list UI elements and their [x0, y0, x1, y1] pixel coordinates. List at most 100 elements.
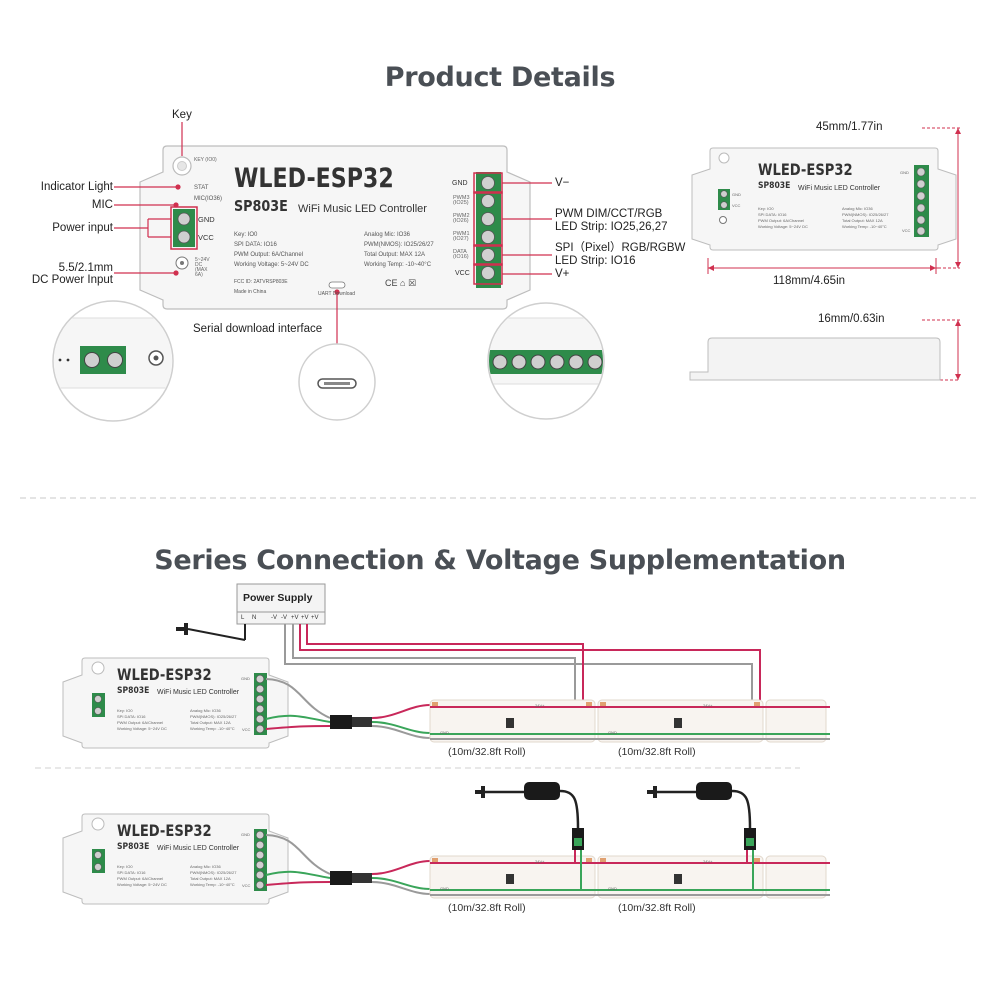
- row1-spec-3: PWM Output: 6A/Channel: [117, 720, 164, 725]
- dim-device-model: SP803E: [758, 181, 791, 191]
- callout-dc-1: 5.5/2.1mm: [58, 262, 113, 274]
- fcc-id: FCC ID: 2ATVRSP803E: [234, 279, 288, 285]
- dim-term-gnd: GND: [900, 170, 909, 175]
- row2-term-vcc: VCC: [242, 883, 251, 888]
- callout-key: Key: [172, 109, 192, 121]
- callout-v-plus: V+: [555, 268, 570, 280]
- row1-spec-7: Total Output: MAX 12A: [190, 720, 231, 725]
- row2-spec-3: PWM Output: 6A/Channel: [117, 876, 164, 881]
- roll-label-2: (10m/32.8ft Roll): [618, 746, 696, 758]
- power-supply-label: Power Supply: [243, 592, 313, 604]
- strip1-gnd: GND: [440, 730, 449, 735]
- callout-power-input: Power input: [52, 222, 113, 234]
- row1-term-gnd: GND: [241, 676, 250, 681]
- strip4-gnd: GND: [608, 886, 617, 891]
- dimension-length: 118mm/4.65in: [773, 275, 846, 287]
- spec-right-3: Total Output: MAX 12A: [364, 252, 426, 258]
- callout-serial: Serial download interface: [193, 323, 323, 335]
- row2-term-gnd: GND: [241, 832, 250, 837]
- dim-spec-right-2: PWM(NMOS): IO25/26/27: [842, 212, 889, 217]
- mic-label: MIC(IO36): [194, 196, 223, 202]
- callout-spi-2: LED Strip: IO16: [555, 255, 636, 267]
- dim-spec-left-1: Key: IO0: [758, 206, 774, 211]
- callout-spi-1: SPI（Pixel）RGB/RGBW: [555, 242, 686, 254]
- roll-label-3: (10m/32.8ft Roll): [448, 902, 526, 914]
- dim-spec-left-4: Working Voltage: 5~24V DC: [758, 224, 808, 229]
- dim-spec-right-4: Working Temp: -10~40°C: [842, 224, 887, 229]
- callout-pwm-2: LED Strip: IO25,26,27: [555, 221, 668, 233]
- row1-spec-6: PWM(NMOS): IO25/26/27: [190, 714, 237, 719]
- strip2-plus: 24V+: [703, 703, 713, 708]
- callout-dc-2: DC Power Input: [31, 274, 113, 286]
- device-subtitle: WiFi Music LED Controller: [298, 203, 427, 215]
- key-label: KEY (IO0): [194, 157, 217, 163]
- row1-device-brand: WLED-ESP32: [117, 665, 212, 684]
- row2-spec-1: Key: IO0: [117, 864, 133, 869]
- row1-device-subtitle: WiFi Music LED Controller: [157, 689, 240, 696]
- dim-gnd: GND: [732, 192, 741, 197]
- uart-label: UART Download: [318, 291, 356, 297]
- device-model: SP803E: [234, 197, 288, 215]
- dim-spec-left-2: SPI DATA: IO16: [758, 212, 787, 217]
- ps-pin-v3: +V: [291, 615, 299, 621]
- device-brand: WLED-ESP32: [234, 163, 394, 194]
- ps-pin-n: N: [252, 615, 257, 621]
- ps-pin-v1: -V: [271, 615, 277, 621]
- ps-pin-v4: +V: [301, 615, 309, 621]
- term-data: DATA (IO16): [453, 249, 469, 260]
- strip4-plus: 24V+: [703, 859, 713, 864]
- row2-spec-4: Working Voltage: 5~24V DC: [117, 882, 167, 887]
- row1-spec-1: Key: IO0: [117, 708, 133, 713]
- term-pwm3: PWM3 (IO25): [453, 195, 470, 206]
- callout-v-minus: V−: [555, 177, 570, 189]
- spec-right-1: Analog Mic: IO36: [364, 232, 411, 238]
- dimension-thickness: 16mm/0.63in: [818, 313, 885, 325]
- strip3-plus: 24V+: [535, 859, 545, 864]
- row2-device-model: SP803E: [117, 842, 150, 852]
- row2-spec-8: Working Temp: -10~40°C: [190, 882, 235, 887]
- spec-left-1: Key: IO0: [234, 232, 258, 238]
- dim-term-vcc: VCC: [902, 228, 911, 233]
- spec-right-4: Working Temp: -10~40°C: [364, 262, 432, 268]
- spec-left-4: Working Voltage: 5~24V DC: [234, 262, 309, 268]
- row1-device-model: SP803E: [117, 686, 150, 696]
- stat-label: STAT: [194, 185, 209, 191]
- dim-device-brand: WLED-ESP32: [758, 160, 853, 179]
- dimension-height: 45mm/1.77in: [816, 121, 883, 133]
- vcc-label: VCC: [198, 233, 214, 242]
- dim-vcc: VCC: [732, 203, 741, 208]
- spec-left-3: PWM Output: 6A/Channel: [234, 252, 304, 258]
- callout-mic: MIC: [91, 199, 113, 211]
- term-vcc: VCC: [455, 270, 470, 277]
- row1-spec-2: SPI DATA: IO16: [117, 714, 146, 719]
- cert-marks: CE ⌂ ☒: [385, 278, 417, 288]
- dim-spec-right-1: Analog Mic: IO36: [842, 206, 873, 211]
- roll-label-1: (10m/32.8ft Roll): [448, 746, 526, 758]
- spec-right-2: PWM(NMOS): IO25/26/27: [364, 242, 434, 248]
- ps-pin-l: L: [241, 615, 245, 621]
- roll-label-4: (10m/32.8ft Roll): [618, 902, 696, 914]
- callout-pwm-1: PWM DIM/CCT/RGB: [555, 208, 663, 220]
- row1-spec-4: Working Voltage: 5~24V DC: [117, 726, 167, 731]
- row2-device-brand: WLED-ESP32: [117, 821, 212, 840]
- callout-indicator: Indicator Light: [40, 181, 113, 193]
- ps-pin-v5: +V: [311, 615, 319, 621]
- made-in: Made in China: [234, 289, 267, 295]
- dim-device-subtitle: WiFi Music LED Controller: [798, 185, 881, 192]
- dim-spec-right-3: Total Output: MAX 12A: [842, 218, 883, 223]
- row2-spec-2: SPI DATA: IO16: [117, 870, 146, 875]
- row2-spec-7: Total Output: MAX 12A: [190, 876, 231, 881]
- strip1-plus: 24V+: [535, 703, 545, 708]
- strip3-gnd: GND: [440, 886, 449, 891]
- series-title: Series Connection & Voltage Supplementat…: [154, 545, 846, 576]
- dim-spec-left-3: PWM Output: 6A/Channel: [758, 218, 805, 223]
- spec-left-2: SPI DATA: IO16: [234, 242, 277, 248]
- term-pwm2: PWM2 (IO26): [453, 213, 470, 224]
- term-gnd: GND: [452, 180, 468, 187]
- row2-device-subtitle: WiFi Music LED Controller: [157, 845, 240, 852]
- row1-spec-5: Analog Mic: IO36: [190, 708, 221, 713]
